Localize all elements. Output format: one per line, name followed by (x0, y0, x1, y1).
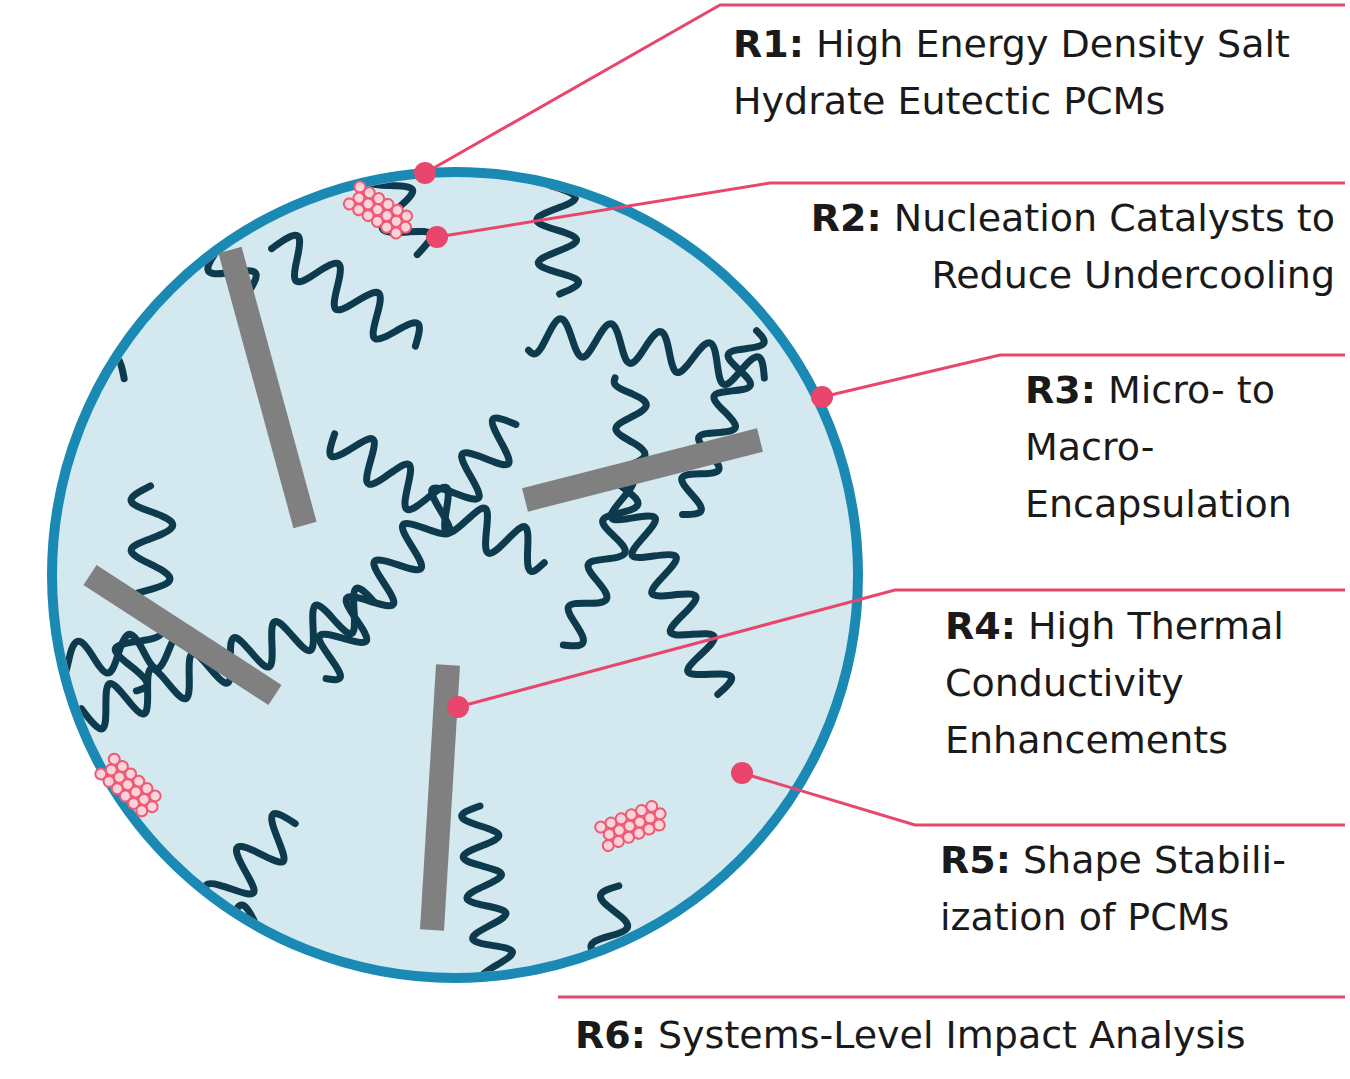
polymer-chain (563, 378, 646, 646)
polymer-chain (157, 814, 295, 1013)
leader-dot (414, 162, 436, 184)
leader-lines (414, 5, 1345, 997)
callout-number: R3: (1025, 368, 1096, 412)
callout-label: R1: High Energy Density Salt Hydrate Eut… (733, 16, 1340, 130)
graphite-rod (90, 575, 275, 695)
polymer-chain (345, 65, 431, 254)
callout-number: R5: (940, 838, 1011, 882)
callout-number: R2: (811, 196, 882, 240)
nanotube (388, 225, 403, 240)
leader-dot (811, 386, 833, 408)
polymer-chain (0, 352, 124, 450)
callout-number: R1: (733, 22, 804, 66)
conductive-rods (90, 250, 760, 930)
callout-text: High Energy Density Salt Hydrate Eutecti… (733, 22, 1290, 123)
graphite-rod (525, 440, 760, 500)
callout-text: Systems-Level Impact Analysis (658, 1013, 1246, 1057)
nanotube-bundle (594, 797, 671, 852)
callout-label: R6: Systems-Level Impact Analysis (575, 1007, 1340, 1064)
polymer-chains (0, 65, 764, 1079)
leader-dot (426, 226, 448, 248)
graphite-rod (230, 250, 305, 525)
callout-label: R2: Nucleation Catalysts to Reduce Under… (770, 190, 1335, 304)
capsule-circle (52, 172, 858, 978)
leader-line (742, 773, 1345, 825)
nanotube-bundle (342, 179, 419, 243)
nanotube (652, 818, 666, 832)
leader-line (558, 996, 1345, 999)
callout-number: R6: (575, 1013, 646, 1057)
polymer-chain (529, 319, 765, 385)
callout-label: R4: High Thermal Conductivity Enhancemen… (945, 598, 1340, 769)
polymer-chain (462, 806, 524, 991)
callout-label: R3: Micro- to Macro- Encapsulation (1025, 362, 1340, 533)
polymer-chain (319, 418, 516, 680)
nucleation-particles (93, 179, 671, 852)
callout-label: R5: Shape Stabili- ization of PCMs (940, 832, 1340, 946)
nanotube-bundle (93, 751, 167, 822)
callout-text: Nucleation Catalysts to Reduce Undercool… (894, 196, 1335, 297)
nanotube (134, 803, 150, 819)
polymer-chain (272, 235, 420, 346)
polymer-chain (0, 820, 254, 937)
leader-dot (447, 696, 469, 718)
graphite-rod (432, 665, 448, 930)
callout-number: R4: (945, 604, 1016, 648)
leader-line (425, 5, 1345, 173)
leader-dot (731, 762, 753, 784)
